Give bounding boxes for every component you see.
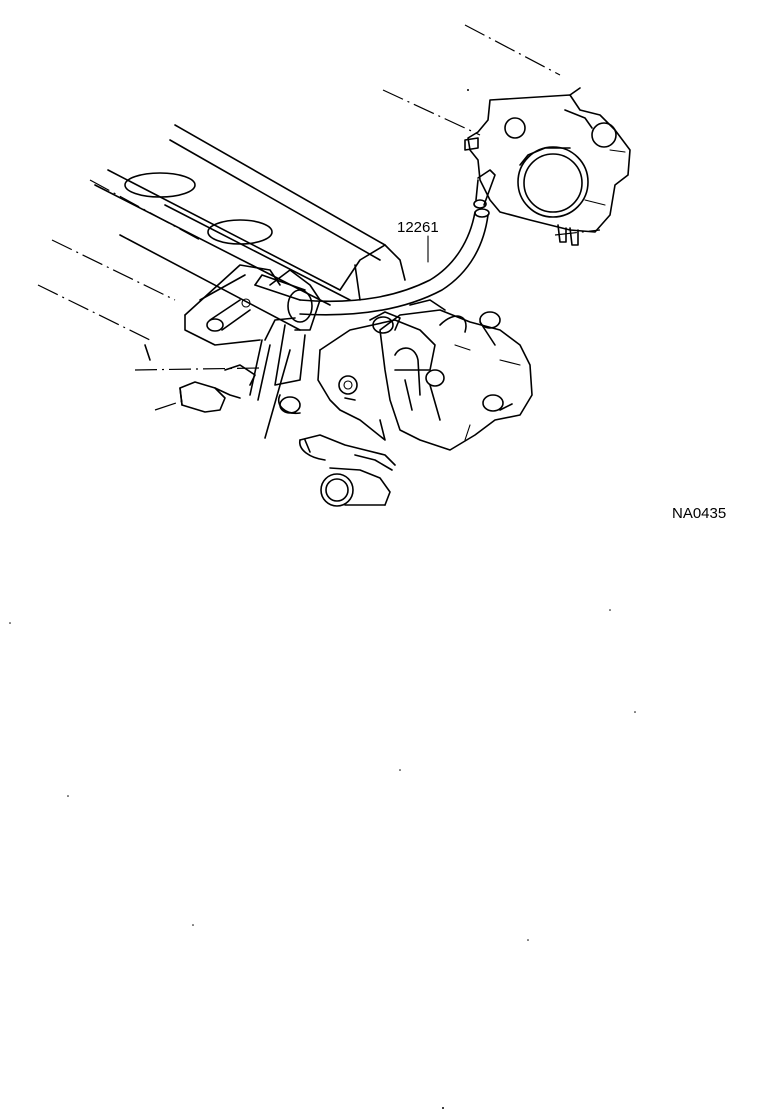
water-inlet-elbow <box>278 394 396 507</box>
callout-label-12261: 12261 <box>397 219 439 236</box>
engine-head-assembly <box>94 124 406 346</box>
temperature-sensor <box>144 344 256 413</box>
hose-12261 <box>299 208 490 316</box>
water-outlet-housing <box>249 269 446 441</box>
throttle-nipple <box>473 169 496 209</box>
callout-12261: 12261 <box>397 219 439 263</box>
scan-specks <box>9 89 636 1109</box>
distributor-housing <box>379 309 533 451</box>
illustration-code: NA0435 <box>672 505 726 522</box>
throttle-body <box>464 87 631 246</box>
reference-lines <box>37 24 601 411</box>
